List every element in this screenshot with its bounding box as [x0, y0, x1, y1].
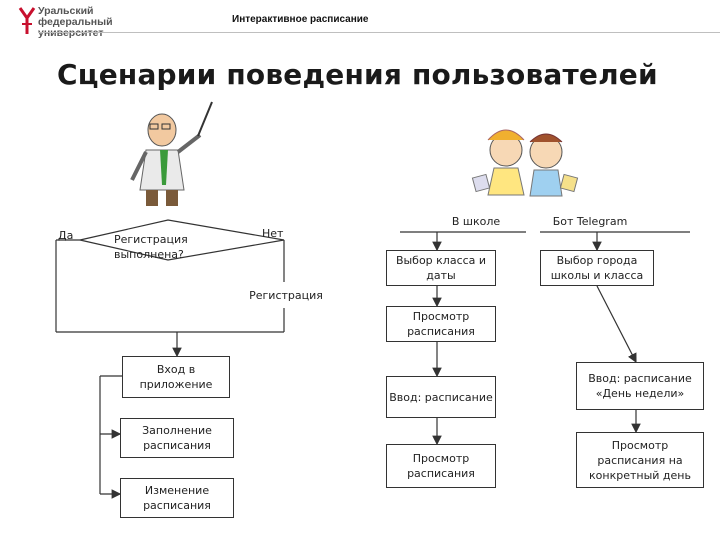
logo-mark-icon [18, 7, 36, 34]
school-input-node: Ввод: расписание [386, 376, 496, 418]
header-divider [38, 32, 720, 33]
logo-line-2: федеральный [38, 16, 113, 28]
page-title: Сценарии поведения пользователей [57, 58, 658, 91]
decision-text: Регистрация выполнена? [114, 233, 188, 261]
logo-line-1: Уральский [38, 5, 94, 17]
no-label: Нет [262, 227, 284, 240]
login-node: Вход в приложение [122, 356, 230, 398]
branch-bot-label: Бот Telegram [552, 215, 628, 228]
school-view-node: Просмотр расписания [386, 306, 496, 342]
bot-input-label: Ввод: расписание «День недели» [588, 372, 692, 400]
school-view-label: Просмотр расписания [407, 310, 475, 338]
university-logo: Уральский федеральный университет [18, 6, 128, 40]
edit-schedule-node: Изменение расписания [120, 478, 234, 518]
registration-label: Регистрация [249, 288, 323, 302]
registration-node: Регистрация [232, 282, 340, 308]
school-view2-node: Просмотр расписания [386, 444, 496, 488]
teacher-illustration [130, 101, 213, 206]
logo-line-3: университет [38, 27, 104, 39]
bot-select-label: Выбор города школы и класса [550, 254, 644, 282]
bot-input-node: Ввод: расписание «День недели» [576, 362, 704, 410]
school-input-label: Ввод: расписание [389, 390, 493, 404]
fill-schedule-label: Заполнение расписания [142, 424, 212, 452]
yes-label: Да [58, 229, 74, 242]
edit-schedule-label: Изменение расписания [143, 484, 211, 512]
school-select-node: Выбор класса и даты [386, 250, 496, 286]
fill-schedule-node: Заполнение расписания [120, 418, 234, 458]
children-illustration [471, 129, 579, 197]
bot-select-node: Выбор города школы и класса [540, 250, 654, 286]
bot-view-node: Просмотр расписания на конкретный день [576, 432, 704, 488]
school-view2-label: Просмотр расписания [407, 452, 475, 480]
branch-school-label: В школе [451, 215, 501, 228]
school-select-label: Выбор класса и даты [395, 254, 487, 282]
login-label: Вход в приложение [139, 363, 213, 391]
logo-text: Уральский федеральный университет [38, 6, 113, 39]
bot-view-label: Просмотр расписания на конкретный день [589, 438, 691, 482]
header-title: Интерактивное расписание [232, 14, 369, 25]
